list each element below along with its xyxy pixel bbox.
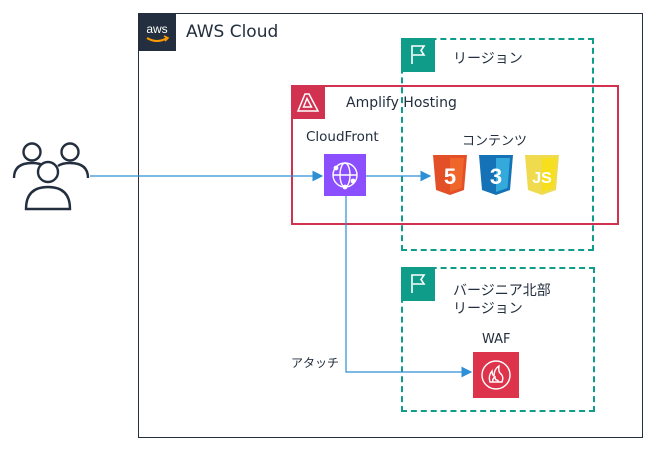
aws-cloud-group: [138, 13, 643, 438]
waf-icon-svg: [481, 360, 511, 390]
region-group: [401, 38, 594, 251]
html5-icon: 5: [433, 155, 467, 195]
region-flag-icon: [401, 38, 435, 72]
cloudfront-icon: [324, 154, 366, 196]
aws-smile-arrow: [163, 35, 170, 42]
region-title: リージョン: [453, 51, 523, 67]
contents-label: コンテンツ: [462, 134, 528, 149]
cloudfront-icon-svg: [332, 162, 358, 190]
flag-shape: [411, 45, 426, 64]
region-nvirginia-flag-icon: [401, 267, 435, 301]
attach-label: アタッチ: [291, 356, 340, 370]
css3-icon: 3: [479, 155, 513, 195]
aws-smile: [146, 37, 168, 42]
waf-icon: [473, 352, 519, 398]
cloudfront-label: CloudFront: [306, 129, 379, 145]
amplify-icon: [291, 85, 325, 119]
region-nvirginia-title-line1: バージニア北部: [453, 283, 551, 299]
html5-glyph: 5: [444, 164, 456, 189]
javascript-glyph: JS: [532, 170, 552, 187]
amplify-hosting-title: Amplify Hosting: [346, 95, 457, 111]
aws-logo-svg: aws: [146, 22, 170, 42]
region-nvirginia-group: [401, 267, 595, 412]
waf-label: WAF: [482, 332, 511, 347]
aws-cloud-title: AWS Cloud: [186, 22, 279, 42]
flag-shape: [411, 274, 426, 293]
css3-glyph: 3: [490, 164, 502, 189]
javascript-icon: JS: [525, 155, 559, 195]
region-nvirginia-title-line2: リージョン: [453, 301, 523, 317]
amplify-hosting-group: [291, 85, 619, 225]
aws-logo-text: aws: [146, 22, 167, 36]
region-nvirginia-title: バージニア北部 リージョン: [453, 282, 551, 318]
aws-logo-icon: aws: [138, 13, 176, 51]
cloudfront-to-waf-arrow: [345, 196, 473, 378]
amplify-logo-shape: [296, 93, 320, 112]
amplify-icon-svg: [296, 93, 320, 112]
region-nvirginia-flag-svg: [411, 274, 426, 293]
region-flag-svg: [411, 45, 426, 64]
